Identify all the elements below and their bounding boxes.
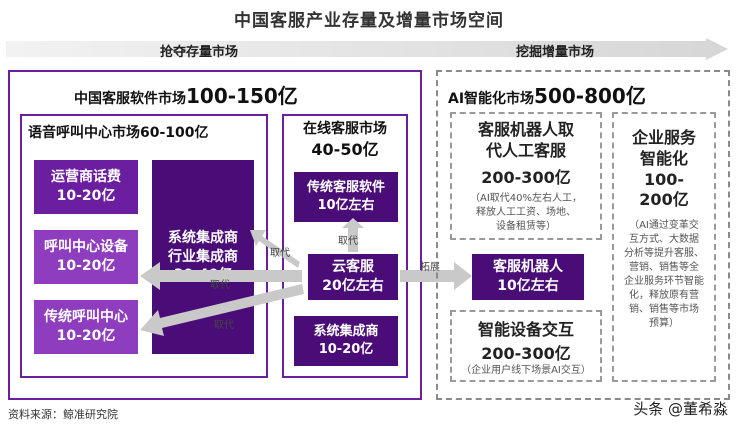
callcenter-device-label: 呼叫中心设备	[44, 239, 128, 256]
replace-label-4: 取代	[338, 236, 358, 247]
robot-replace-note-1: （AI取代40%左右人工，	[469, 192, 583, 204]
enterprise-note-1: （AI通过变革交	[629, 220, 699, 232]
band-label-stock: 抢夺存量市场	[160, 45, 239, 60]
right-market-title: AI智能化市场	[448, 91, 535, 107]
robot-replace-note-2: 释放人工工资、场地、	[476, 206, 576, 218]
legacy-software-value: 10亿左右	[317, 198, 375, 213]
device-interaction-value: 200-300亿	[481, 344, 571, 363]
telecom-fee-label: 运营商话费	[51, 169, 121, 186]
band-label-increment: 挖掘增量市场	[516, 45, 595, 60]
replace-label-2: 取代	[210, 280, 230, 291]
online-market-title: 在线客服市场	[303, 121, 387, 137]
enterprise-note-7: 销、销售等市场	[629, 304, 699, 316]
legacy-software-label: 传统客服软件	[306, 180, 385, 196]
robot-replace-title-2: 代人工客服	[485, 140, 566, 160]
online-market-value: 40-50亿	[311, 139, 379, 159]
telecom-fee-value: 10-20亿	[56, 188, 116, 204]
enterprise-note-3: 分析等提升客服、	[624, 248, 704, 260]
enterprise-title-1: 企业服务	[631, 128, 696, 147]
device-interaction-note: （企业用户线下场景AI交互）	[461, 365, 591, 376]
robot-replace-title-1: 客服机器人取	[477, 120, 574, 139]
left-market-value: 100-150亿	[186, 84, 298, 108]
replace-label-1: 取代	[270, 248, 290, 259]
device-interaction-title: 智能设备交互	[477, 320, 574, 339]
voice-market-title: 语音呼叫中心市场60-100亿	[28, 125, 209, 141]
enterprise-note-2: 互方式、大数据	[629, 234, 699, 246]
online-integrator-box: 系统集成商 10-20亿	[294, 316, 398, 366]
legacy-callcenter-box: 传统呼叫中心 10-20亿	[34, 300, 138, 354]
enterprise-note-8: 预算）	[649, 318, 679, 330]
device-interaction-box: 智能设备交互 200-300亿 （企业用户线下场景AI交互）	[450, 310, 602, 382]
enterprise-note-4: 营销、销售等全	[629, 262, 699, 274]
page-title: 中国客服产业存量及增量市场空间	[234, 11, 504, 31]
service-robot-value: 10亿左右	[497, 278, 559, 294]
left-market-header: 中国客服软件市场100-150亿	[74, 80, 298, 109]
enterprise-ai-box: 企业服务 智能化 100- 200亿 （AI通过变革交 互方式、大数据 分析等提…	[612, 112, 716, 382]
enterprise-note-5: 企业服务环节智能	[624, 276, 704, 288]
customer-service-software-market	[8, 70, 422, 400]
replace-label-3: 取代	[214, 320, 234, 331]
telecom-fee-box: 运营商话费 10-20亿	[34, 160, 138, 214]
callcenter-device-value: 10-20亿	[56, 258, 116, 274]
robot-replace-note-3: 设备租赁等）	[496, 220, 556, 232]
right-market-header: AI智能化市场500-800亿	[448, 80, 646, 109]
legacy-callcenter-value: 10-20亿	[56, 328, 116, 344]
voice-integrator-line2: 行业集成商	[168, 248, 238, 265]
online-integrator-value: 10-20亿	[318, 342, 374, 357]
enterprise-title-2: 智能化	[639, 148, 688, 168]
service-robot-label: 客服机器人	[493, 259, 563, 276]
cloud-service-label: 云客服	[332, 259, 374, 276]
enterprise-value-1: 100-	[643, 169, 685, 189]
enterprise-note-6: 化，释放原有营	[629, 290, 699, 302]
source-note: 资料来源：鲸准研究院	[8, 408, 118, 421]
enterprise-value-2: 200亿	[639, 190, 689, 210]
voice-integrator-line1: 系统集成商	[168, 229, 238, 246]
robot-replace-box: 客服机器人取 代人工客服 200-300亿 （AI取代40%左右人工， 释放人工…	[450, 112, 602, 240]
service-robot-box: 客服机器人 10亿左右	[472, 254, 584, 300]
expand-label: 拓展	[420, 262, 440, 273]
legacy-callcenter-label: 传统呼叫中心	[44, 309, 128, 326]
ai-market	[436, 70, 730, 400]
robot-replace-value: 200-300亿	[481, 167, 571, 187]
legacy-software-box: 传统客服软件 10亿左右	[294, 172, 398, 222]
cloud-service-value: 20亿左右	[322, 278, 384, 294]
right-market-value: 500-800亿	[534, 84, 646, 108]
market-band-arrow	[6, 38, 728, 60]
voice-integrator-box: 系统集成商 行业集成商 30-40亿	[152, 160, 254, 354]
callcenter-device-box: 呼叫中心设备 10-20亿	[34, 230, 138, 284]
cloud-service-box: 云客服 20亿左右	[308, 254, 398, 300]
left-market-title: 中国客服软件市场	[74, 91, 186, 107]
online-integrator-label: 系统集成商	[313, 324, 379, 340]
watermark: 头条 @董希淼	[633, 400, 728, 418]
online-market-header: 在线客服市场 40-50亿	[282, 120, 408, 160]
